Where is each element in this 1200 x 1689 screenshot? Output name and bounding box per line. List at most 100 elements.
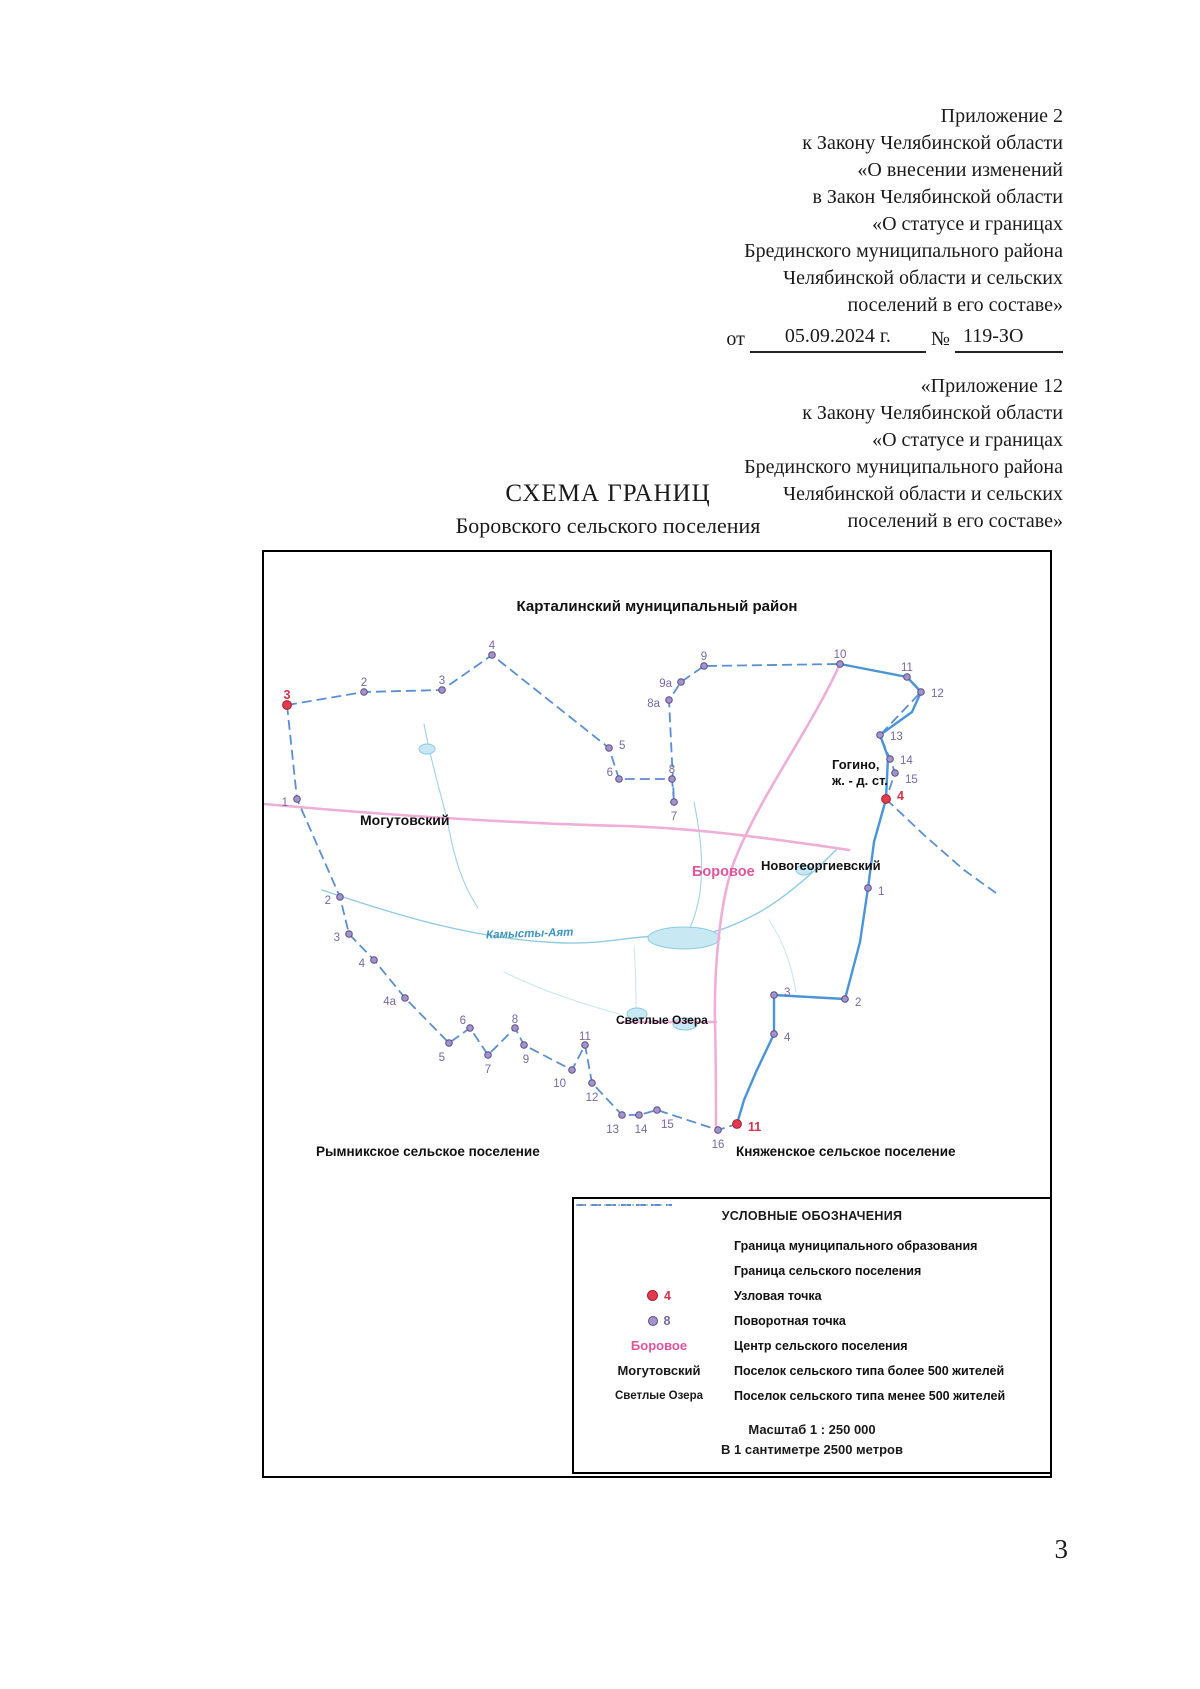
turn-point: 11 xyxy=(579,1031,591,1049)
svg-text:13: 13 xyxy=(606,1124,619,1136)
dotted-line-icon xyxy=(576,1204,672,1206)
legend-row-node-point: 4 Узловая точка xyxy=(584,1283,1040,1308)
turn-point: 1 xyxy=(864,884,884,898)
header-line: к Закону Челябинской области xyxy=(802,402,1063,424)
legend-text: Центр сельского поселения xyxy=(734,1338,908,1353)
turn-point: 7 xyxy=(484,1051,492,1076)
header-line: «Приложение 12 xyxy=(920,375,1063,397)
from-label: от xyxy=(726,328,745,350)
turn-point: 2 xyxy=(841,995,861,1009)
turn-point: 4 xyxy=(359,956,378,970)
legend-row-village-small: Светлые Озера Поселок сельского типа мен… xyxy=(584,1383,1040,1408)
neighbor-label-rymnikskoe: Рымникское сельское поселение xyxy=(316,1144,540,1159)
turn-point: 16 xyxy=(712,1126,724,1151)
turn-point: 3 xyxy=(438,675,446,694)
lake xyxy=(647,926,721,950)
turn-point: 15 xyxy=(891,769,918,786)
svg-text:7: 7 xyxy=(671,811,677,823)
scale-line: В 1 сантиметре 2500 метров xyxy=(721,1442,903,1457)
stream-path xyxy=(633,946,637,1009)
svg-text:15: 15 xyxy=(905,774,918,786)
gogino-line1: Гогино, xyxy=(832,757,880,772)
settlement-label-svetlye-ozera: Светлые Озера xyxy=(616,1013,708,1027)
turn-point: 9 xyxy=(700,651,708,670)
svg-text:4: 4 xyxy=(489,640,496,652)
center-sample: Боровое xyxy=(630,1338,688,1353)
roads-layer xyxy=(264,662,851,1134)
turn-point: 11 xyxy=(901,662,913,681)
turn-point: 4 xyxy=(770,1030,791,1044)
svg-text:11: 11 xyxy=(901,662,913,674)
node-point: 4 xyxy=(881,789,904,804)
schema-title: СХЕМА ГРАНИЦ xyxy=(505,480,711,507)
svg-text:14: 14 xyxy=(900,755,913,767)
legend-row-settlement-boundary: Граница сельского поселения xyxy=(576,1204,1040,1283)
svg-text:12: 12 xyxy=(931,688,944,700)
svg-text:8: 8 xyxy=(512,1014,518,1026)
svg-text:3: 3 xyxy=(284,688,291,702)
legend-row-village-large: Могутовский Поселок сельского типа более… xyxy=(584,1358,1040,1383)
header-area: Приложение 2 к Закону Челябинской област… xyxy=(726,103,1063,535)
header-line: «О статусе и границах xyxy=(872,429,1063,451)
turn-point: 6 xyxy=(607,767,623,783)
gogino-line2: ж. - д. ст. xyxy=(832,773,888,788)
svg-text:6: 6 xyxy=(607,767,613,779)
turn-point: 2 xyxy=(360,677,368,696)
turn-point: 13 xyxy=(606,1111,626,1136)
svg-text:6: 6 xyxy=(460,1015,466,1027)
svg-text:1: 1 xyxy=(282,797,288,809)
road-path xyxy=(713,662,842,1134)
legend-text: Поселок сельского типа более 500 жителей xyxy=(734,1363,1005,1378)
legend-text: Граница сельского поселения xyxy=(734,1263,922,1278)
svg-text:10: 10 xyxy=(834,649,847,661)
header-line: Приложение 2 xyxy=(940,105,1063,127)
stream-path xyxy=(503,971,620,1015)
scale-line: Масштаб 1 : 250 000 xyxy=(748,1422,876,1437)
turn-point: 13 xyxy=(876,731,903,743)
lake xyxy=(626,1007,648,1021)
header-line: поселений в его составе» xyxy=(847,294,1063,316)
municipal-boundary-line xyxy=(885,798,997,894)
turn-point: 8 xyxy=(668,764,676,783)
turn-point: 4 xyxy=(488,640,496,659)
neighbor-label-knyazhenskoe: Княженское сельское поселение xyxy=(736,1144,956,1159)
stream-path xyxy=(687,801,703,933)
municipal-boundary-line xyxy=(286,654,922,803)
svg-text:11: 11 xyxy=(579,1031,591,1043)
document-date: 05.09.2024 г. xyxy=(749,323,926,353)
number-sign: № xyxy=(930,328,950,350)
turn-point-number: 8 xyxy=(663,1313,671,1328)
legend-row-center: Боровое Центр сельского поселения xyxy=(584,1333,1040,1358)
svg-text:2: 2 xyxy=(855,997,861,1009)
turn-point: 3 xyxy=(770,987,790,999)
header-line: Челябинской области и сельских xyxy=(783,483,1063,505)
svg-text:9а: 9а xyxy=(659,678,672,690)
node-point: 11 xyxy=(732,1119,761,1134)
header-line: «О внесении изменений xyxy=(857,159,1063,181)
water-layer xyxy=(321,723,837,1031)
settlement-label-novogeorgievskiy: Новогеоргиевский xyxy=(761,858,881,873)
svg-text:14: 14 xyxy=(635,1124,648,1136)
turn-point: 3 xyxy=(334,930,353,944)
svg-text:5: 5 xyxy=(439,1052,445,1064)
document-number: 119-ЗО xyxy=(955,323,1063,353)
lake xyxy=(795,864,813,876)
turn-point: 9а xyxy=(659,678,685,690)
node-point-sample: 4 xyxy=(584,1289,734,1303)
svg-text:7: 7 xyxy=(485,1064,491,1076)
village-small-sample: Светлые Озера xyxy=(615,1389,703,1402)
header-line: в Закон Челябинской области xyxy=(812,186,1063,208)
svg-text:10: 10 xyxy=(553,1078,566,1090)
header-line: к Закону Челябинской области xyxy=(802,132,1063,154)
svg-text:2: 2 xyxy=(325,895,331,907)
settlement-label-gogino: Гогино, ж. - д. ст. xyxy=(832,757,888,789)
turn-point: 7 xyxy=(670,798,678,823)
road-path xyxy=(264,802,851,852)
turn-point: 12 xyxy=(917,688,944,700)
header-line: «О статусе и границах xyxy=(872,213,1063,235)
svg-text:3: 3 xyxy=(439,675,445,687)
page-number: 3 xyxy=(1054,1534,1069,1564)
turn-point-icon xyxy=(647,1315,658,1326)
legend-text: Поселок сельского типа менее 500 жителей xyxy=(734,1388,1006,1403)
